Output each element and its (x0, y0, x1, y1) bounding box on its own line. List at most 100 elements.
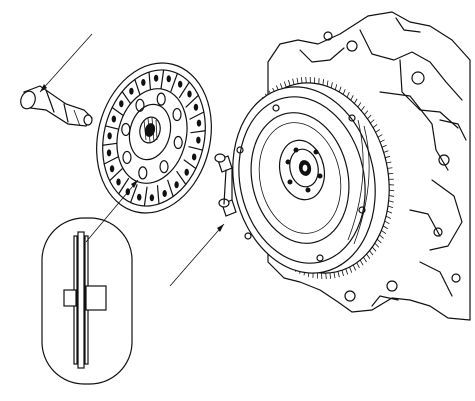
gear-tooth (322, 79, 324, 86)
gear-tooth (379, 234, 384, 239)
gear-tooth (334, 84, 338, 90)
gear-tooth (385, 215, 391, 219)
rivet (174, 181, 179, 189)
rivet (177, 80, 183, 88)
friction-segment-groove (129, 184, 138, 204)
friction-segment-groove (118, 177, 130, 195)
damper-window (138, 166, 148, 180)
gear-tooth (384, 220, 390, 225)
rivet (119, 100, 124, 108)
gear-tooth (338, 86, 342, 93)
friction-segment-groove (148, 71, 152, 91)
gear-tooth (382, 225, 388, 230)
friction-segment-groove (103, 156, 119, 165)
gear-tooth (370, 119, 375, 124)
gear-tooth (387, 167, 393, 169)
damper-window (172, 107, 182, 122)
gear-tooth (342, 89, 346, 95)
gear-tooth (364, 110, 369, 115)
rivet (149, 194, 155, 202)
gear-tooth (379, 139, 385, 143)
friction-segment-groove (109, 168, 123, 182)
gear-tooth (377, 134, 383, 138)
friction-segments (102, 69, 206, 207)
gear-tooth (359, 259, 364, 266)
damper-window (121, 122, 131, 137)
rivet (116, 178, 121, 186)
damper-window (159, 160, 169, 174)
gear-tooth (337, 271, 340, 278)
gear-tooth (363, 256, 367, 263)
damper-window (156, 92, 166, 106)
gear-tooth (386, 210, 393, 214)
gear-tooth (366, 253, 371, 260)
friction-segment-groove (102, 142, 118, 146)
friction-segment-groove (188, 146, 204, 151)
clutch-disc (96, 62, 212, 214)
gear-tooth (386, 161, 392, 164)
gear-tooth (388, 200, 394, 203)
friction-segment-groove (156, 185, 160, 205)
friction-segment-groove (185, 94, 199, 108)
gear-tooth (375, 129, 381, 133)
gear-tooth (326, 80, 329, 87)
gear-tooth (381, 144, 387, 148)
gear-tooth (288, 79, 291, 86)
clutch-alignment-tool (20, 85, 93, 127)
gear-tooth (349, 266, 353, 273)
gear-tooth (387, 205, 394, 209)
gear-tooth (329, 272, 332, 279)
gear-tooth (341, 270, 344, 277)
rivet (162, 190, 167, 198)
callout-alignment-tool (39, 33, 93, 93)
gear-tooth (360, 106, 365, 111)
callout-lines (39, 33, 225, 287)
rivet (141, 78, 146, 86)
gear-tooth (350, 95, 354, 101)
friction-segment-groove (134, 78, 141, 97)
gear-tooth (389, 189, 395, 192)
gear-tooth (330, 82, 333, 89)
friction-segment-groove (104, 125, 120, 130)
damper-window (135, 98, 145, 112)
gear-tooth (345, 268, 349, 275)
rivet (129, 87, 134, 95)
callout-dowel-pin (169, 223, 225, 287)
rivet (184, 168, 189, 176)
flywheel (232, 76, 395, 280)
friction-segment-groove (143, 186, 148, 207)
friction-segment-groove (189, 111, 205, 120)
friction-segment-groove (121, 91, 132, 106)
rivet (196, 136, 201, 144)
friction-segment-groove (183, 159, 197, 170)
dowel-pin (214, 153, 237, 217)
clutch-disc-side-view (41, 217, 133, 385)
gear-tooth (325, 273, 327, 280)
damper-window (122, 150, 132, 165)
gear-tooth (372, 124, 378, 128)
friction-segment-groove (170, 72, 179, 92)
callout-clutch-disc (85, 179, 139, 243)
gear-tooth (371, 246, 377, 252)
engine-block (257, 11, 471, 321)
rivet (137, 193, 142, 201)
gear-tooth (346, 91, 350, 98)
rivet (196, 119, 202, 127)
rivet (106, 149, 112, 157)
damper-window (173, 135, 183, 150)
rivet (187, 90, 192, 98)
gear-tooth (333, 272, 336, 279)
gear-tooth (383, 150, 389, 153)
gear-tooth (369, 250, 374, 256)
gear-tooth (385, 155, 391, 159)
rivet (153, 74, 159, 82)
gear-tooth (296, 77, 299, 84)
gear-tooth (292, 78, 295, 85)
rivet (107, 132, 112, 140)
rivet (191, 153, 197, 161)
rivet (109, 165, 115, 173)
gear-tooth (352, 264, 357, 271)
gear-tooth (305, 76, 307, 83)
rivet (193, 103, 199, 111)
